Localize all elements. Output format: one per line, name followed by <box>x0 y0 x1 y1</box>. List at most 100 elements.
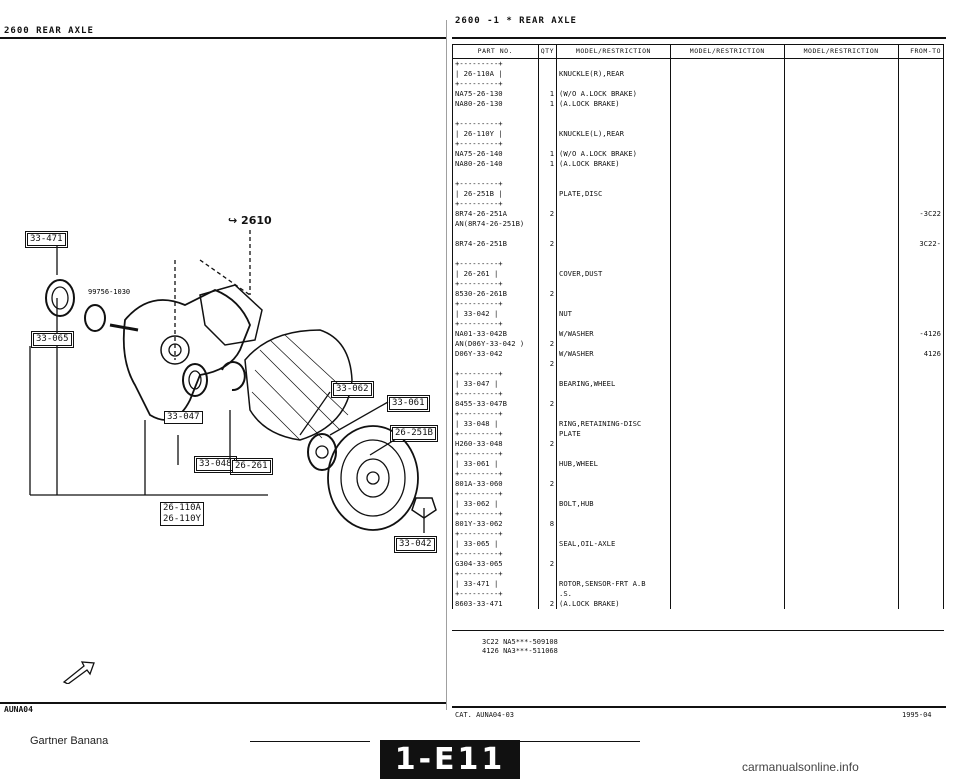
description-cell: BEARING,WHEEL <box>556 379 671 389</box>
parts-table-header: PART NO. QTY MODEL/RESTRICTION MODEL/RES… <box>452 44 945 59</box>
qty-cell: 2 <box>537 339 558 349</box>
restriction-cell <box>783 309 899 319</box>
from-to-cell <box>897 249 945 259</box>
table-row: | 26-110A |KNUCKLE(R),REAR <box>452 69 945 79</box>
qty-cell <box>537 179 558 189</box>
description-cell <box>556 469 671 479</box>
col-from-to: FROM-TO <box>897 44 945 59</box>
description-cell <box>556 449 671 459</box>
restriction-cell <box>783 409 899 419</box>
qty-cell: 2 <box>537 399 558 409</box>
footer-center: CAT. AUNA04-03 <box>455 711 515 719</box>
qty-cell <box>537 58 558 69</box>
from-to-cell <box>897 219 945 229</box>
footer-notes: 3C22 NA5***-509108 4126 NA3***-511068 <box>482 638 558 656</box>
restriction-cell <box>783 509 899 519</box>
restriction-cell <box>783 99 899 109</box>
qty-cell: 1 <box>537 99 558 109</box>
description-cell <box>556 559 671 569</box>
restriction-cell <box>669 479 785 489</box>
from-to-cell <box>897 319 945 329</box>
callout-26-251b: 26-251B <box>390 425 438 442</box>
from-to-cell <box>897 489 945 499</box>
table-row <box>452 169 945 179</box>
restriction-cell <box>783 58 899 69</box>
restriction-cell <box>783 79 899 89</box>
qty-cell: 2 <box>537 359 558 369</box>
qty-cell <box>537 499 558 509</box>
restriction-cell <box>783 399 899 409</box>
part-no-cell: +---------+ <box>452 299 539 309</box>
col-model-1: MODEL/RESTRICTION <box>556 44 671 59</box>
qty-cell <box>537 319 558 329</box>
qty-cell <box>537 419 558 429</box>
description-cell <box>556 489 671 499</box>
restriction-cell <box>669 539 785 549</box>
description-cell <box>556 58 671 69</box>
description-cell: KNUCKLE(L),REAR <box>556 129 671 139</box>
restriction-cell <box>669 189 785 199</box>
from-to-cell: 3C22- <box>897 239 945 249</box>
description-cell <box>556 79 671 89</box>
restriction-cell <box>783 389 899 399</box>
callout-33-048: 33-048 <box>194 456 237 473</box>
from-to-cell <box>897 479 945 489</box>
parts-table: PART NO. QTY MODEL/RESTRICTION MODEL/RES… <box>452 44 945 609</box>
part-no-cell: +---------+ <box>452 319 539 329</box>
table-row: | 33-061 |HUB,WHEEL <box>452 459 945 469</box>
table-row: AN(8R74-26-251B) <box>452 219 945 229</box>
table-row: +---------+PLATE <box>452 429 945 439</box>
table-row: +---------+.S. <box>452 589 945 599</box>
restriction-cell <box>783 259 899 269</box>
from-to-cell <box>897 79 945 89</box>
from-to-cell <box>897 339 945 349</box>
table-row: +---------+ <box>452 489 945 499</box>
description-cell: W/WASHER <box>556 349 671 359</box>
part-no-cell: +---------+ <box>452 139 539 149</box>
restriction-cell <box>669 259 785 269</box>
table-row: +---------+ <box>452 509 945 519</box>
qty-cell <box>537 309 558 319</box>
table-row: +---------+ <box>452 389 945 399</box>
restriction-cell <box>669 309 785 319</box>
restriction-cell <box>783 249 899 259</box>
bolt-part-label: 99756-1030 <box>88 288 130 296</box>
part-no-cell: 8530-26-261B <box>452 289 539 299</box>
description-cell: PLATE,DISC <box>556 189 671 199</box>
qty-cell <box>537 229 558 239</box>
part-no-cell: NA75-26-140 <box>452 149 539 159</box>
restriction-cell <box>669 229 785 239</box>
table-bottom-rule <box>452 630 944 631</box>
restriction-cell <box>783 229 899 239</box>
from-to-cell <box>897 109 945 119</box>
restriction-cell <box>669 389 785 399</box>
from-to-cell <box>897 199 945 209</box>
from-to-cell <box>897 459 945 469</box>
qty-cell: 2 <box>537 209 558 219</box>
qty-cell <box>537 299 558 309</box>
qty-cell <box>537 369 558 379</box>
description-cell <box>556 479 671 489</box>
part-no-cell: +---------+ <box>452 369 539 379</box>
footer-note-1: 3C22 NA5***-509108 <box>482 638 558 646</box>
part-no-cell: AN(D06Y-33-042 ) <box>452 339 539 349</box>
qty-cell: 1 <box>537 89 558 99</box>
restriction-cell <box>669 529 785 539</box>
qty-cell <box>537 429 558 439</box>
from-to-cell <box>897 529 945 539</box>
table-row: +---------+ <box>452 549 945 559</box>
table-row <box>452 249 945 259</box>
from-to-cell <box>897 379 945 389</box>
qty-cell <box>537 249 558 259</box>
from-to-cell <box>897 559 945 569</box>
part-no-cell: +---------+ <box>452 79 539 89</box>
description-cell <box>556 169 671 179</box>
table-row: 2 <box>452 359 945 369</box>
restriction-cell <box>669 209 785 219</box>
qty-cell <box>537 349 558 359</box>
part-no-cell: +---------+ <box>452 179 539 189</box>
description-cell <box>556 109 671 119</box>
qty-cell <box>537 389 558 399</box>
restriction-cell <box>783 559 899 569</box>
